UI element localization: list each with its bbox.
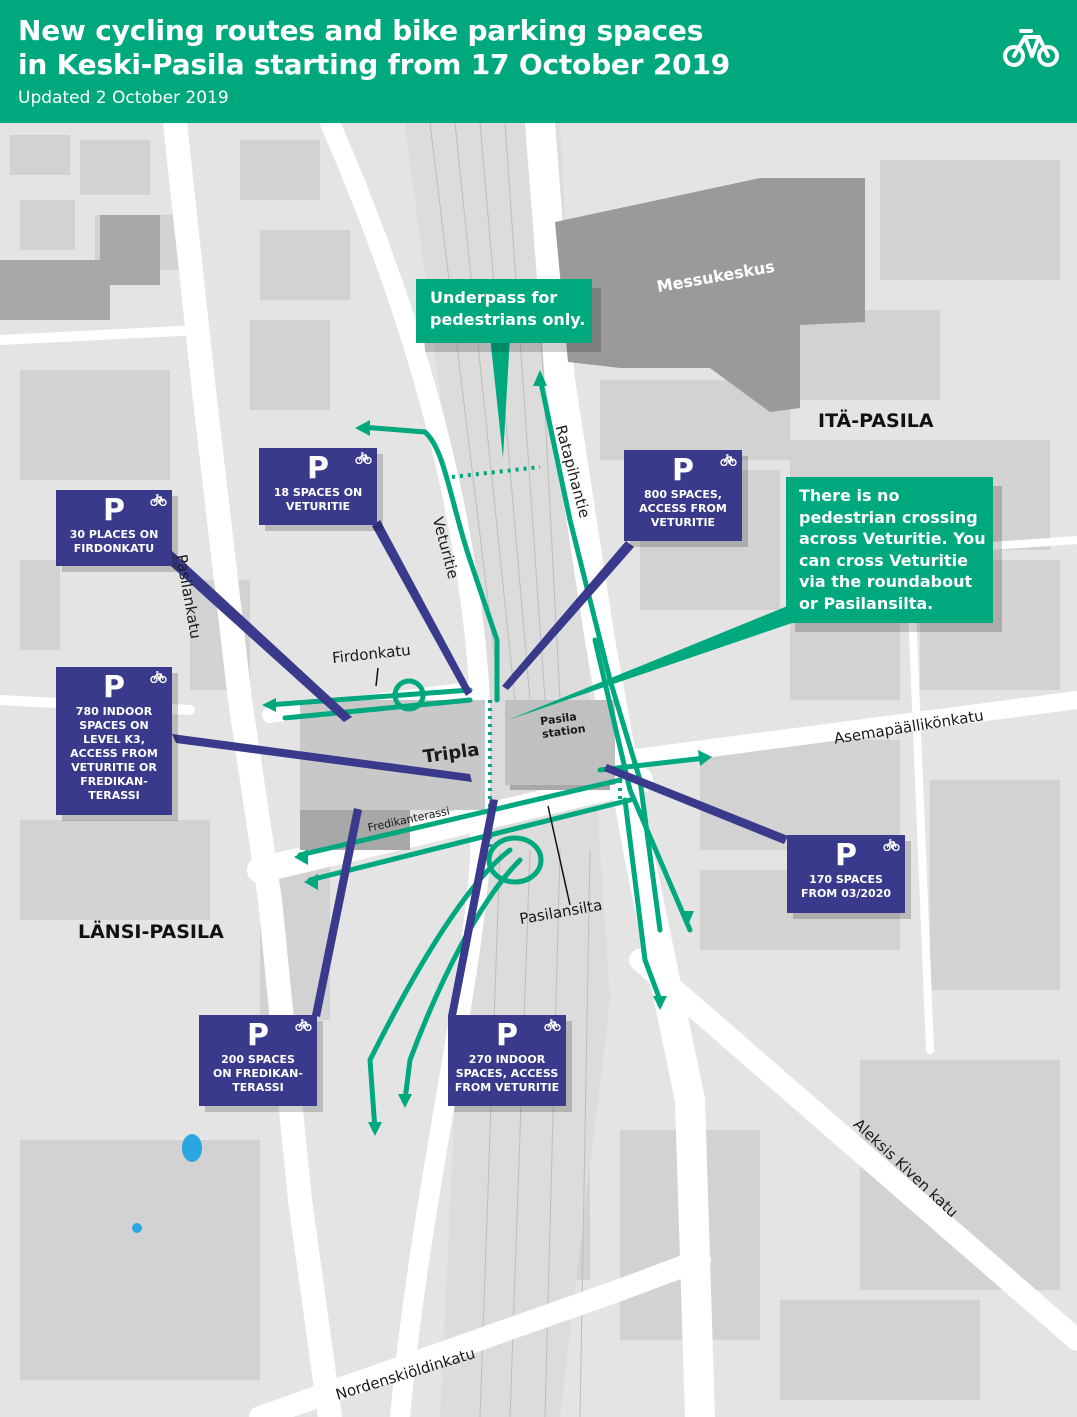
parking-text-line: VETURITIE xyxy=(285,500,351,513)
street-nordenskioldinkatu xyxy=(249,1249,711,1417)
parking-box-tripla-780: P 780 INDOOR SPACES ON LEVEL K3, ACCESS … xyxy=(56,667,172,815)
parking-text-line: TERASSI xyxy=(88,789,140,802)
parking-letter: P xyxy=(496,1018,518,1053)
route-veturitie xyxy=(359,424,500,703)
callout-no-crossing-line-2: pedestrian crossing xyxy=(799,507,978,527)
parking-text-line: TERASSI xyxy=(232,1081,284,1094)
callout-underpass-line-2: pedestrians only. xyxy=(430,310,586,329)
route-roundabout-south xyxy=(367,847,513,1133)
parking-text-line: ON FREDIKAN- xyxy=(213,1067,303,1080)
callout-no-crossing-line-4: can cross Veturitie xyxy=(799,550,968,570)
building-tripla xyxy=(300,700,485,810)
bicycle-icon xyxy=(150,494,167,506)
parking-letter: P xyxy=(672,453,694,488)
parking-text-line: FREDIKAN- xyxy=(80,775,148,788)
map-title-line-2: in Keski-Pasila starting from 17 October… xyxy=(18,48,731,81)
parking-box-fredikanterassi-200: P 200 SPACES ON FREDIKAN- TERASSI xyxy=(199,1015,317,1106)
street-asemapaallikonkatu xyxy=(611,691,1077,769)
parking-text-line: ACCESS FROM xyxy=(639,502,727,515)
label-lines xyxy=(375,667,571,906)
parking-text-line: 170 SPACES xyxy=(809,873,883,886)
callout-no-crossing-line-6: or Pasilansilta. xyxy=(799,593,934,613)
district-label-ita-pasila: ITÄ-PASILA xyxy=(818,410,934,432)
callout-no-crossing-line-3: across Veturitie. You xyxy=(799,529,986,548)
map-area: ITÄ-PASILA LÄNSI-PASILA Messukeskus Trip… xyxy=(0,123,1077,1417)
route-asemapaallikonkatu xyxy=(597,755,708,773)
parking-text-line: 30 PLACES ON xyxy=(69,528,159,541)
parking-text-line: FIRDONKATU xyxy=(73,542,155,555)
parking-letter: P xyxy=(247,1018,269,1053)
parking-box-170: P 170 SPACES FROM 03/2020 xyxy=(787,835,905,913)
parking-text-line: LEVEL K3, xyxy=(83,733,145,746)
bicycle-icon xyxy=(1003,29,1059,67)
parking-box-veturitie-18: P 18 SPACES ON VETURITIE xyxy=(259,448,377,525)
pedestrian-underpass xyxy=(451,465,622,860)
building-messukeskus xyxy=(555,178,865,412)
parking-text-line: 270 INDOOR xyxy=(468,1053,546,1066)
parking-text-line: FROM 03/2020 xyxy=(800,887,892,900)
bicycle-icon xyxy=(150,671,167,683)
updated-date: Updated 2 October 2019 xyxy=(18,88,229,108)
pond xyxy=(132,1223,142,1233)
parking-box-veturitie-270: P 270 INDOOR SPACES, ACCESS FROM VETURIT… xyxy=(448,1015,566,1106)
bicycle-icon xyxy=(355,452,372,464)
parking-text-line: 780 INDOOR xyxy=(75,705,153,718)
parking-pointers xyxy=(162,520,788,1017)
route-firdonkatu xyxy=(265,687,473,721)
roundabout xyxy=(392,678,426,712)
parking-text-line: VETURITIE OR xyxy=(71,761,157,774)
route-arrows xyxy=(262,370,712,1136)
parking-text-line: 18 SPACES ON xyxy=(273,486,363,499)
map-base xyxy=(0,123,1077,1417)
bicycle-icon xyxy=(883,839,900,851)
street-pasilankatu xyxy=(163,123,342,1417)
roundabout-south xyxy=(486,835,544,885)
bicycle-icon xyxy=(544,1019,561,1031)
map-header: New cycling routes and bike parking spac… xyxy=(0,0,1077,123)
bicycle-icon xyxy=(720,454,737,466)
callout-underpass-line-1: Underpass for xyxy=(430,288,558,307)
parking-text-line: SPACES ON xyxy=(79,719,149,732)
callout-no-crossing: There is no pedestrian crossing across V… xyxy=(786,477,993,623)
parking-text-line: ACCESS FROM xyxy=(70,747,158,760)
callout-pointers xyxy=(490,336,795,720)
street-fredikanterassi xyxy=(247,767,653,883)
parking-text-line: SPACES, ACCESS xyxy=(455,1067,559,1080)
callout-no-crossing-line-5: via the roundabout xyxy=(799,572,973,591)
street-aleksis-kiven-katu xyxy=(629,949,1077,1351)
parking-letter: P xyxy=(835,838,857,873)
callout-underpass: Underpass for pedestrians only. xyxy=(416,279,592,343)
parking-text-line: FROM VETURITIE xyxy=(454,1081,560,1094)
district-label-lansi-pasila: LÄNSI-PASILA xyxy=(78,921,224,943)
parking-text-line: 800 SPACES, xyxy=(644,488,722,501)
parking-letter: P xyxy=(103,670,125,705)
parking-letter: P xyxy=(307,451,329,486)
parking-text-line: VETURITIE xyxy=(650,516,716,529)
bicycle-icon xyxy=(295,1019,312,1031)
parking-letter: P xyxy=(103,493,125,528)
route-ratapihantie-2 xyxy=(592,637,693,933)
map-title-line-1: New cycling routes and bike parking spac… xyxy=(18,14,704,47)
parking-text-line: 200 SPACES xyxy=(221,1053,295,1066)
callout-no-crossing-line-1: There is no xyxy=(799,486,900,505)
parking-box-firdonkatu: P 30 PLACES ON FIRDONKATU xyxy=(56,490,172,566)
parking-box-veturitie-800: P 800 SPACES, ACCESS FROM VETURITIE xyxy=(624,450,742,541)
pond xyxy=(182,1134,202,1162)
